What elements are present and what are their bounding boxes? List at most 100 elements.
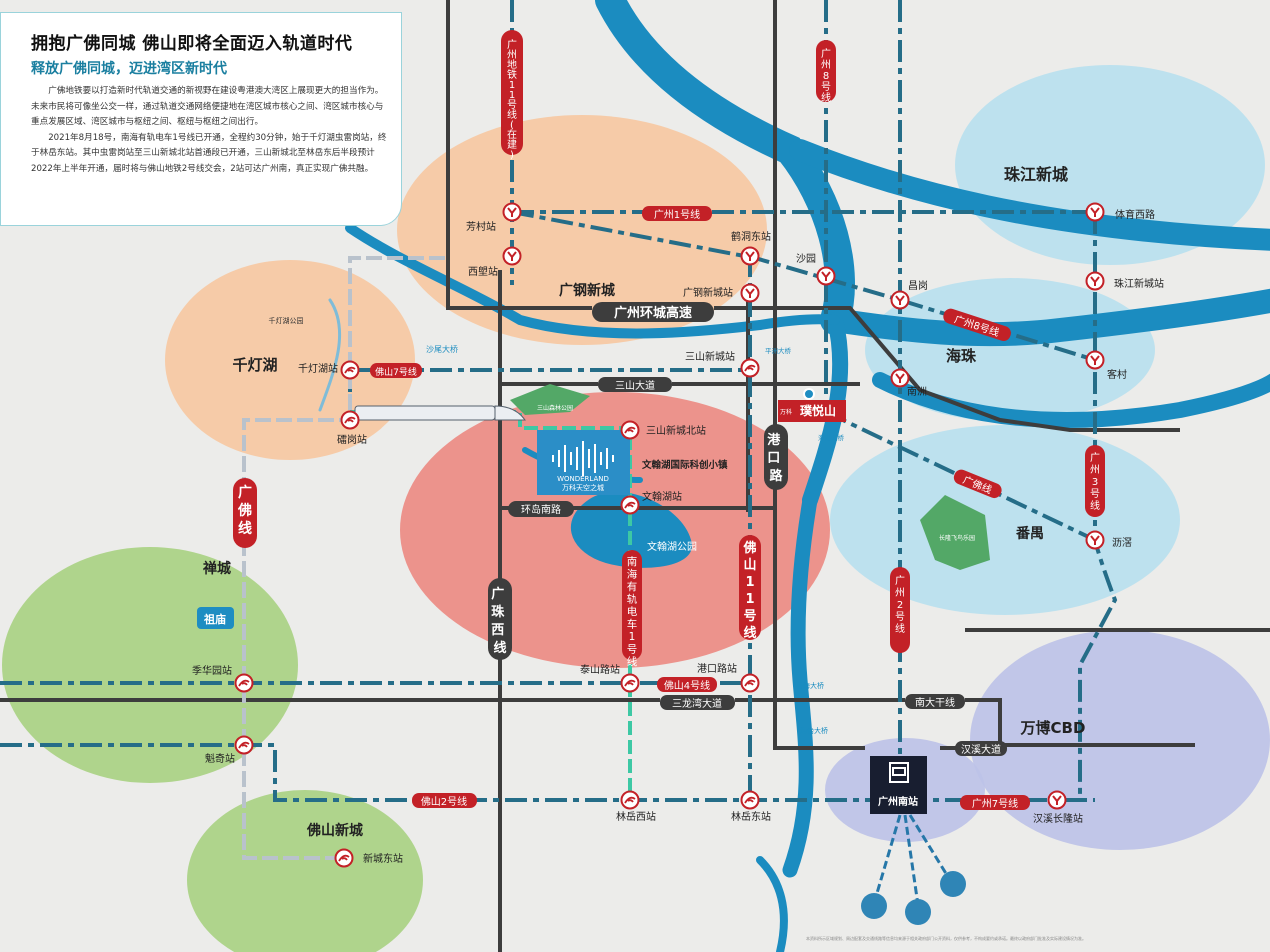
page-subtitle: 释放广佛同城，迈进湾区新时代 [31,61,227,77]
road-char: 港 [767,432,781,448]
line-char: 州 [1090,464,1100,476]
metro-gz-icon [502,246,522,266]
line-label: 佛山7号线 [375,366,417,378]
sanshan-park-shape [510,384,590,415]
line-char: 广 [238,484,252,501]
district-label: 广钢新城 [559,282,615,299]
info-panel: 拥抱广佛同城 佛山即将全面迈入轨道时代 释放广佛同城，迈进湾区新时代 广佛地铁要… [0,12,402,226]
station-label: 魁奇站 [205,752,235,765]
metro-gz-icon [740,283,760,303]
train-body [354,405,496,421]
station-label: 港口路站 [697,662,737,675]
landmark-label: 祖庙 [203,612,226,626]
road-guangzhou-ring: 广州环城高速 [592,302,714,322]
line-char: 8 [823,71,829,82]
line-label: 广州7号线 [972,797,1018,810]
landmark-label: 文翰湖国际科创小镇 [641,459,728,471]
guangzhou-south-box [870,756,927,814]
metro-gz-icon [1085,350,1105,370]
landmark-label: 沙尾大桥 [426,344,458,354]
line-char: 车 [627,618,638,631]
district-label: 千灯湖 [232,356,277,374]
landmark-label: 平洲大桥 [765,346,792,355]
station-label: 汉溪长隆站 [1033,812,1083,825]
south-rail-branches [873,814,952,906]
station-label: 鹤洞东站 [731,230,771,243]
station-label: 三山新城北站 [646,424,706,437]
metro-fs-icon [620,673,640,693]
intro-paragraph: 广佛地铁要以打造新时代轨道交通的新视野在建设粤港澳大湾区上展现更大的担当作为。未… [31,86,384,128]
road-label: 三山大道 [615,379,655,392]
intro-paragraph: 2021年8月18号，南海有轨电车1号线已开通，全程约30分钟，始于千灯湖虫雷岗… [31,132,387,174]
line-label: 佛山2号线 [421,795,467,808]
district-label: 佛山新城 [306,822,363,839]
station-label: 泰山路站 [580,663,620,676]
line-char: 1 [509,90,515,101]
station-label: 沙园 [796,253,816,265]
road-label: 三龙湾大道 [672,697,722,710]
line-char: 线 [895,622,905,635]
metro-fs-icon [740,790,760,810]
line-char: 3 [1092,477,1098,488]
line-char: 号 [895,611,905,623]
line-char: 在 [507,129,517,141]
line-char: 广 [507,39,517,51]
metro-gz-icon [890,290,910,310]
metro-fs-icon [234,673,254,693]
line-char: 线 [627,655,638,668]
station-label: 广州南站 [878,795,918,808]
road-huandao-south: 环岛南路 [508,501,574,517]
line-char: ( [510,120,514,131]
metro-fs-icon [234,735,254,755]
metro-gz-icon [740,246,760,266]
road-sanlongwan: 三龙湾大道 [660,695,735,710]
line-label: 广州1号线 [654,208,700,221]
page-title: 拥抱广佛同城 佛山即将全面迈入轨道时代 [31,34,353,54]
line-char: 有 [627,580,638,593]
landmark-label: 香海大桥 [796,681,824,690]
line-char: ) [510,150,514,161]
metro-gz-icon [816,266,836,286]
station-label: 客村 [1107,368,1127,381]
station-label: 文翰湖站 [642,490,682,503]
station-label: 沥滘 [1112,537,1132,549]
metro-fs-icon [340,360,360,380]
road-hanxi-avenue: 汉溪大道 [955,741,1007,756]
line-char: 号 [507,99,517,111]
line-char: 南 [627,555,638,568]
line-char: 广 [895,575,905,587]
changlong-park-shape [920,495,990,570]
landmark-label: 海怡大桥 [800,726,828,735]
landmark-label: 文翰湖公园 [647,540,697,553]
road-char: 西 [491,623,504,638]
line-char: 州 [821,59,831,71]
line-char: 海 [627,568,638,581]
district-labels: 珠江新城 广钢新城 千灯湖 海珠 番禺 禅城 万博CBD 佛山新城 [202,165,1085,839]
wonderland-en: WONDERLAND [557,475,609,483]
disclaimer-text: 本资料所示区域规划、周边配套及交通线路等信息均来源于相关政府部门公开资料，仅供参… [806,936,1086,941]
line-char: 1 [745,575,754,590]
line-label-fs2: 佛山2号线 [412,793,477,808]
line-char: 山 [743,557,756,573]
project-name: 璞悦山 [800,403,836,418]
line-char: 广 [821,48,831,60]
metro-fs-icon [620,495,640,515]
district-label: 禅城 [202,560,231,577]
line-label-fs7: 佛山7号线 [370,363,422,378]
road-char: 口 [767,451,780,466]
line-char: 铁 [507,68,517,81]
road-char: 线 [493,640,506,656]
line-char: 号 [1090,488,1100,500]
line-char: 号 [821,81,831,93]
road-label: 广州环城高速 [614,305,692,321]
line-label-guangfo: 广佛线 [233,478,257,548]
road-char: 路 [769,468,783,484]
road-guangzhu-west: 广 珠 西 线 [488,578,512,660]
line-char: 线 [238,520,252,537]
metro-gz-icon [1085,271,1105,291]
